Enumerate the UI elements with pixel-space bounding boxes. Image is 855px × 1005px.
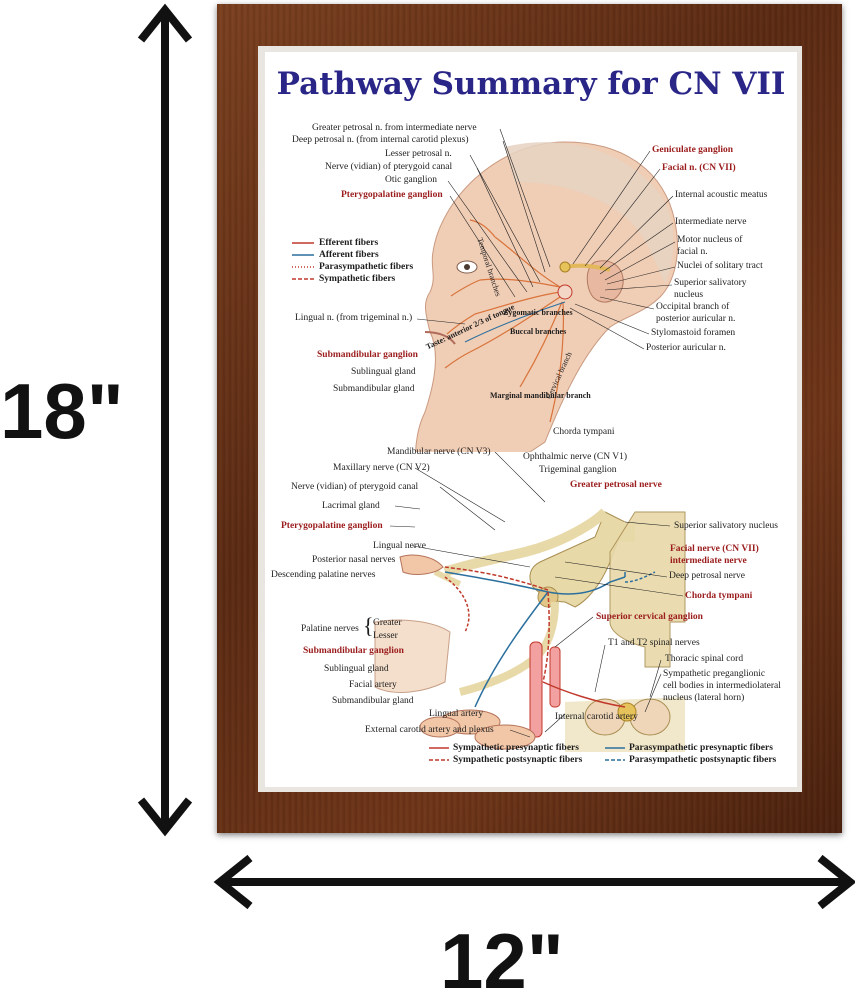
label-posterior-auricular: Posterior auricular n. bbox=[646, 343, 726, 353]
label-lingual-artery: Lingual artery bbox=[429, 709, 484, 719]
label-buccal-branches: Buccal branches bbox=[510, 327, 567, 336]
label-superior-salivatory-1: Superior salivatory bbox=[674, 278, 747, 288]
pathway-schematic bbox=[374, 508, 686, 752]
label-superior-salivatory-2: nucleus bbox=[674, 290, 704, 300]
label-stylomastoid: Stylomastoid foramen bbox=[651, 328, 736, 338]
label-geniculate: Geniculate ganglion bbox=[652, 145, 734, 155]
legend-sympathetic: Sympathetic fibers bbox=[319, 274, 396, 284]
label-lesser-petrosal: Lesser petrosal n. bbox=[385, 149, 452, 159]
label-greater-petrosal-top: Greater petrosal n. from intermediate ne… bbox=[312, 123, 477, 133]
legend-sym-post: Sympathetic postsynaptic fibers bbox=[453, 755, 583, 765]
label-lingual-trigeminal: Lingual n. (from trigeminal n.) bbox=[295, 313, 413, 323]
label-lingual-nerve: Lingual nerve bbox=[373, 541, 427, 551]
label-nuclei-solitary: Nuclei of solitary tract bbox=[677, 261, 763, 271]
legend-para-post: Parasympathetic postsynaptic fibers bbox=[629, 755, 777, 765]
label-sublingual-gland: Sublingual gland bbox=[324, 664, 389, 674]
label-submandibular-gland: Submandibular gland bbox=[332, 696, 414, 706]
legend-sym-pre: Sympathetic presynaptic fibers bbox=[453, 743, 579, 753]
label-intermediate-nerve: Intermediate nerve bbox=[675, 217, 747, 227]
label-sympathetic-pre-2: cell bodies in intermediolateral bbox=[663, 681, 781, 691]
label-palatine-nerves: Palatine nerves bbox=[301, 624, 359, 634]
label-lesser: Lesser bbox=[373, 631, 398, 641]
label-facial-artery: Facial artery bbox=[349, 680, 397, 690]
head-illustration bbox=[415, 141, 678, 452]
label-greater-petrosal-nerve: Greater petrosal nerve bbox=[570, 480, 662, 490]
label-internal-carotid: Internal carotid artery bbox=[555, 712, 638, 722]
label-sympathetic-pre-3: nucleus (lateral horn) bbox=[663, 693, 745, 703]
label-pterygopalatine: Pterygopalatine ganglion bbox=[281, 521, 383, 531]
label-submandibular-ganglion: Submandibular ganglion bbox=[303, 646, 404, 656]
legend-afferent: Afferent fibers bbox=[319, 250, 379, 260]
label-deep-petrosal: Deep petrosal nerve bbox=[669, 571, 745, 581]
label-otic-ganglion: Otic ganglion bbox=[385, 175, 437, 185]
height-arrow bbox=[137, 3, 193, 837]
label-trigeminal-ganglion: Trigeminal ganglion bbox=[539, 465, 617, 475]
label-palatine-brace: { bbox=[363, 613, 374, 638]
label-thoracic-spinal: Thoracic spinal cord bbox=[665, 654, 744, 664]
head-legend-lines bbox=[292, 242, 314, 280]
legend-parasympathetic: Parasympathetic fibers bbox=[319, 262, 414, 272]
label-chorda-tympani: Chorda tympani bbox=[685, 591, 753, 601]
label-t1-t2: T1 and T2 spinal nerves bbox=[608, 638, 700, 648]
label-superior-salivatory-nucleus: Superior salivatory nucleus bbox=[674, 521, 778, 531]
label-nerve-pterygoid-top: Nerve (vidian) of pterygoid canal bbox=[325, 162, 453, 172]
label-facial-nerve-1: Facial nerve (CN VII) bbox=[670, 544, 759, 554]
label-facial-n: Facial n. (CN VII) bbox=[662, 163, 736, 173]
head-leader-lines bbox=[416, 128, 676, 350]
label-facial-nerve-2: intermediate nerve bbox=[670, 556, 747, 566]
label-motor-nucleus-2: facial n. bbox=[677, 247, 708, 257]
label-motor-nucleus-1: Motor nucleus of bbox=[677, 235, 743, 245]
label-occipital-2: posterior auricular n. bbox=[656, 314, 736, 324]
label-zygomatic-branches: Zygomatic branches bbox=[503, 308, 573, 317]
label-marginal-mandibular: Marginal mandibular branch bbox=[490, 391, 591, 400]
label-maxillary-nerve: Maxillary nerve (CN V2) bbox=[333, 463, 430, 473]
label-greater: Greater bbox=[373, 618, 402, 628]
label-pterygopalatine-top: Pterygopalatine ganglion bbox=[341, 190, 443, 200]
label-submandibular-top: Submandibular ganglion bbox=[317, 350, 418, 360]
width-arrow bbox=[213, 854, 855, 910]
anatomy-poster: Pathway Summary for CN VII bbox=[265, 52, 797, 787]
label-posterior-nasal: Posterior nasal nerves bbox=[312, 555, 396, 565]
label-superior-cervical: Superior cervical ganglion bbox=[596, 612, 703, 622]
label-sympathetic-pre-1: Sympathetic preganglionic bbox=[663, 669, 766, 679]
width-label: 12" bbox=[440, 917, 564, 1005]
legend-efferent: Efferent fibers bbox=[319, 238, 379, 248]
label-mandibular-nerve: Mandibular nerve (CN V3) bbox=[387, 447, 491, 457]
label-deep-petrosal-top: Deep petrosal n. (from internal carotid … bbox=[292, 135, 469, 145]
legend-para-pre: Parasympathetic presynaptic fibers bbox=[629, 743, 773, 753]
label-nerve-pterygoid: Nerve (vidian) of pterygoid canal bbox=[291, 482, 419, 492]
label-chorda-tympani-top: Chorda tympani bbox=[553, 427, 615, 437]
label-occipital-1: Occipital branch of bbox=[656, 302, 730, 312]
label-sublingual-top: Sublingual gland bbox=[351, 367, 416, 377]
bottom-legend-lines bbox=[429, 747, 625, 761]
label-ophthalmic-nerve: Ophthalmic nerve (CN V1) bbox=[523, 452, 628, 462]
label-submandibular-gland-top: Submandibular gland bbox=[333, 384, 415, 394]
label-external-carotid: External carotid artery and plexus bbox=[365, 725, 494, 735]
label-internal-acoustic: Internal acoustic meatus bbox=[675, 190, 768, 200]
label-lacrimal-gland: Lacrimal gland bbox=[322, 501, 380, 511]
label-descending-palatine: Descending palatine nerves bbox=[271, 570, 376, 580]
bottom-leader-lines bbox=[389, 452, 684, 738]
poster-title: Pathway Summary for CN VII bbox=[276, 66, 786, 102]
height-label: 18" bbox=[0, 367, 124, 455]
